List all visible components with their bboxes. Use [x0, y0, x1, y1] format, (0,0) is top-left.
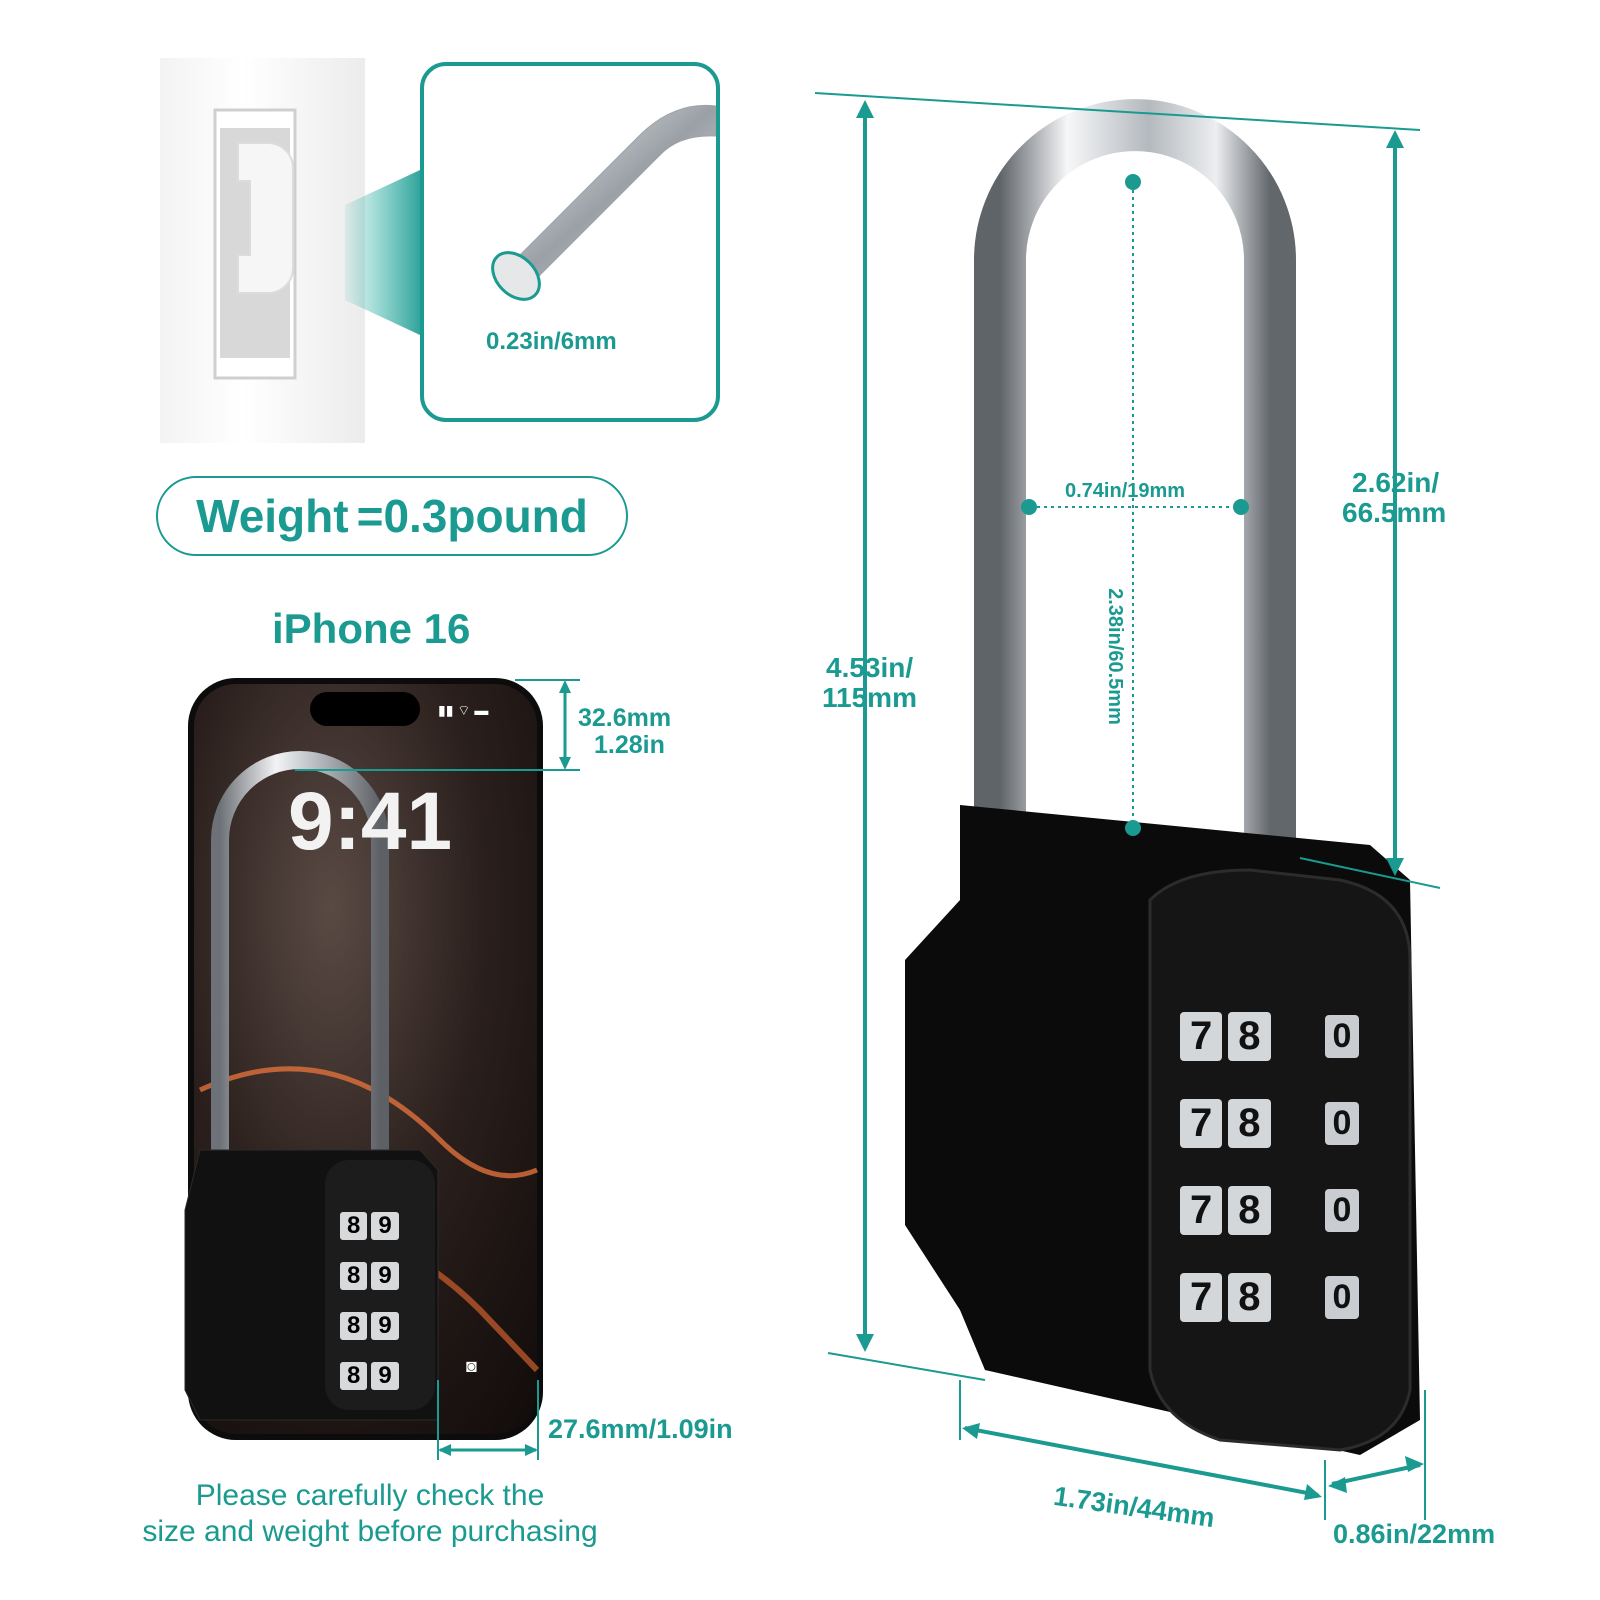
phone-top-mm: 32.6mm: [578, 704, 672, 732]
weight-label: Weight: [196, 490, 349, 542]
phone-dial-row: 8 9: [340, 1262, 399, 1290]
main-dial-row: 7 8 0: [1180, 1012, 1360, 1061]
shackle-diameter-label: 0.23in/6mm: [486, 328, 617, 355]
phone-dial-row: 8 9: [340, 1312, 399, 1340]
inner-height-label: 2.38in/60.5mm: [1103, 588, 1126, 725]
zoom-beam: [345, 170, 420, 335]
camera-icon: ◙: [466, 1356, 477, 1376]
footer-note-line1: Please carefully check the: [195, 1479, 545, 1512]
dynamic-island: [310, 692, 420, 726]
shackle-height-mm: 66.5mm: [1342, 497, 1447, 528]
total-height-in: 4.53in/: [826, 652, 914, 683]
shackle-rod-image: [491, 104, 717, 301]
inner-width-label: 0.74in/19mm: [1065, 480, 1186, 502]
shackle-height-in: 2.62in/: [1352, 467, 1440, 498]
weight-value: =0.3pound: [356, 490, 588, 542]
phone-dimension-lines: [295, 679, 580, 1460]
body-depth-label: 0.86in/22mm: [1333, 1519, 1496, 1549]
window-latch-photo: [160, 58, 365, 443]
footer-note: Please carefully check the size and weig…: [100, 1478, 640, 1550]
main-dial-column: 7 8 0 7 8 0 7 8 0 7 8 0: [1180, 1012, 1360, 1322]
phone-clock: 9:41: [288, 776, 453, 867]
phone-dial-column: 8 9 8 9 8 9 8 9: [340, 1212, 399, 1390]
phone-comparison: [184, 678, 543, 1440]
footer-note-line2: size and weight before purchasing: [142, 1515, 598, 1548]
status-icons: ▮▮ ⌔ ▬: [438, 702, 489, 718]
main-dial-row: 7 8 0: [1180, 1099, 1360, 1148]
phone-title: iPhone 16: [272, 605, 471, 652]
phone-dial-row: 8 9: [340, 1212, 399, 1240]
phone-top-in: 1.28in: [594, 731, 665, 759]
shackle-zoom-box: 0.23in/6mm: [420, 62, 720, 422]
weight-badge: Weight =0.3pound: [156, 476, 628, 556]
main-dial-row: 7 8 0: [1180, 1273, 1360, 1322]
phone-dial-row: 8 9: [340, 1362, 399, 1390]
phone-side-offset: 27.6mm/1.09in: [548, 1414, 733, 1444]
total-height-mm: 115mm: [822, 682, 917, 713]
main-dial-row: 7 8 0: [1180, 1186, 1360, 1235]
